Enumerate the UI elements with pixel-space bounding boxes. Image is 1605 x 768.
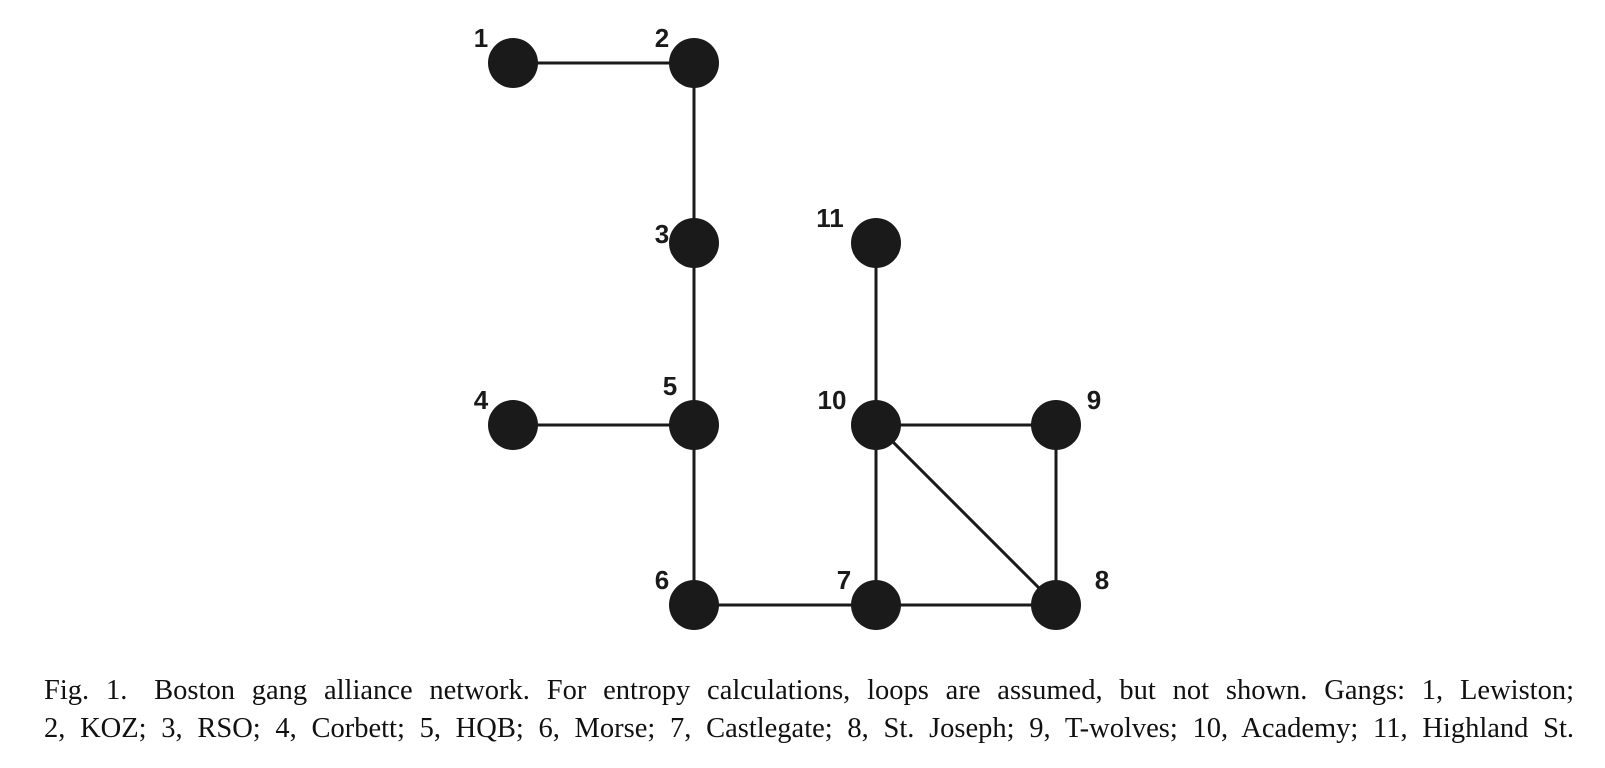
labels-layer: 1 2 3 4 5 6 7 8 9 10 11 — [474, 23, 1109, 595]
node-3 — [669, 218, 719, 268]
node-6 — [669, 580, 719, 630]
node-label-10: 10 — [818, 385, 847, 415]
caption-text-1: Boston gang alliance network. For entrop… — [154, 675, 1574, 706]
node-11 — [851, 218, 901, 268]
node-2 — [669, 38, 719, 88]
node-label-7: 7 — [837, 565, 851, 595]
network-graph: 1 2 3 4 5 6 7 8 9 10 11 — [474, 23, 1109, 630]
node-label-8: 8 — [1095, 565, 1109, 595]
node-7 — [851, 580, 901, 630]
node-8 — [1031, 580, 1081, 630]
edges-layer — [513, 61, 1058, 607]
caption-line-2: 2, KOZ; 3, RSO; 4, Corbett; 5, HQB; 6, M… — [44, 713, 1574, 744]
node-label-5: 5 — [663, 371, 677, 401]
nodes-layer — [488, 38, 1081, 630]
figure-number: Fig. 1. — [44, 675, 128, 706]
caption-line-1: Fig. 1. Boston gang alliance network. Fo… — [44, 672, 1574, 710]
node-label-9: 9 — [1087, 385, 1101, 415]
node-label-11: 11 — [816, 203, 844, 233]
node-4 — [488, 400, 538, 450]
node-5 — [669, 400, 719, 450]
node-label-2: 2 — [655, 23, 669, 53]
figure-caption: Fig. 1. Boston gang alliance network. Fo… — [44, 672, 1574, 748]
node-label-3: 3 — [655, 219, 669, 249]
edge-10-8 — [874, 423, 1058, 607]
node-1 — [488, 38, 538, 88]
network-diagram: 1 2 3 4 5 6 7 8 9 10 11 — [474, 23, 1109, 630]
node-10 — [851, 400, 901, 450]
node-label-6: 6 — [655, 565, 669, 595]
node-9 — [1031, 400, 1081, 450]
node-label-4: 4 — [474, 385, 489, 415]
node-label-1: 1 — [474, 23, 488, 53]
